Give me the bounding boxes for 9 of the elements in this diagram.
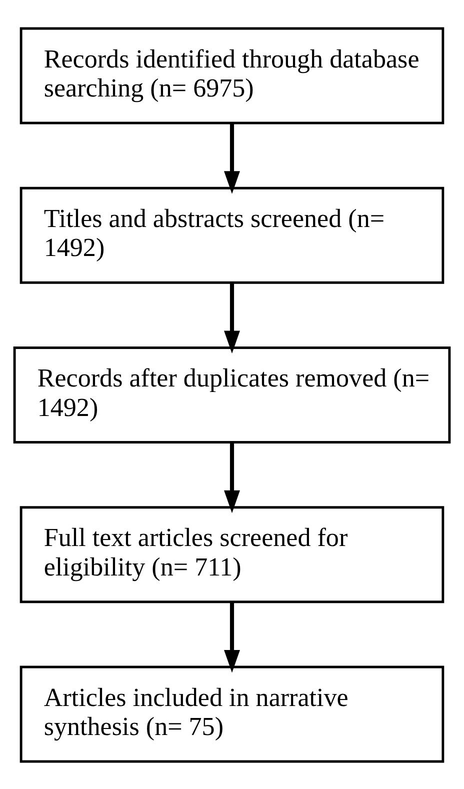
node-box: Full text articles screened for eligibility (n= 711) (20, 506, 444, 603)
arrow (224, 442, 240, 513)
arrow (224, 601, 240, 672)
node-box: Articles included in narrative synthesis (n= 75) (20, 665, 444, 762)
arrow (224, 122, 240, 194)
node-box: Records after duplicates removed (n= 1492) (13, 346, 451, 443)
node-box: Titles and abstracts screened (n= 1492) (20, 186, 444, 284)
node-box: Records identified through database searching (n= 6975) (20, 26, 444, 124)
arrow (224, 282, 240, 354)
